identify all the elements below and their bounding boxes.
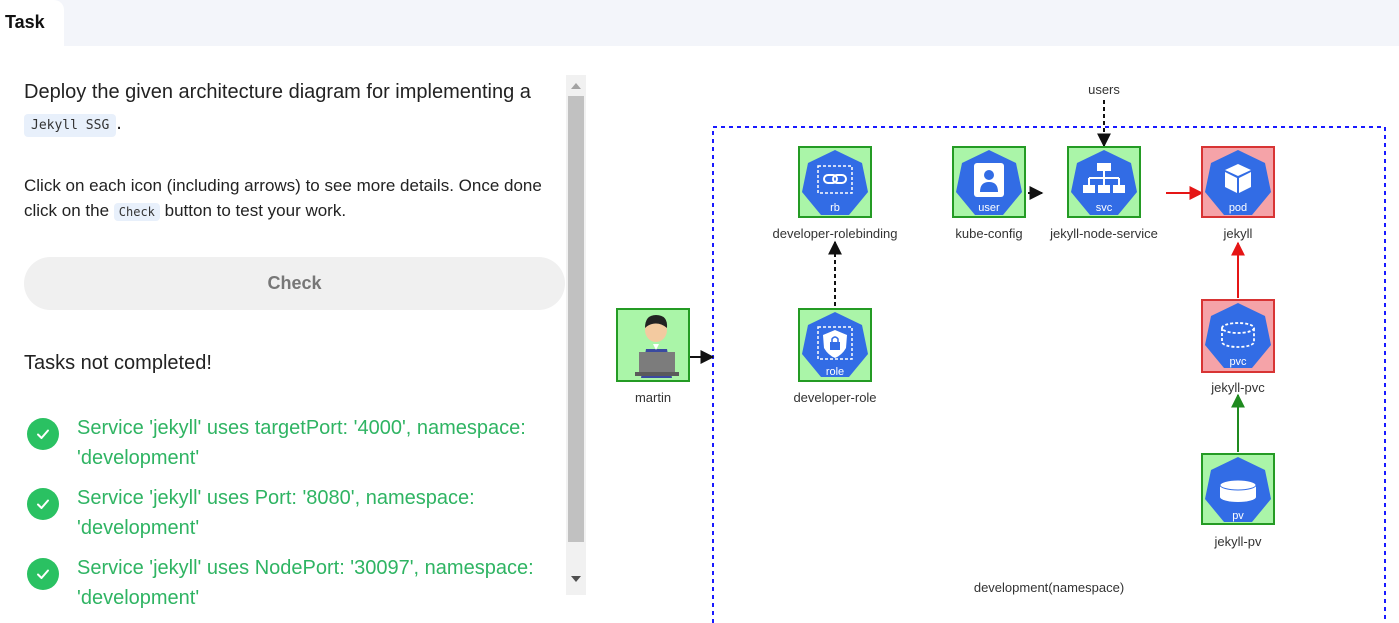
user-icon-text: user [978, 202, 1000, 214]
service-icon-text: svc [1096, 202, 1113, 214]
pv-node[interactable]: pv [1201, 453, 1275, 525]
role-node[interactable]: role [798, 308, 872, 382]
users-label: users [1088, 82, 1120, 97]
role-icon-text: role [826, 366, 844, 378]
task-item-text: Service 'jekyll' uses Port: '8080', name… [77, 487, 475, 539]
pvc-label: jekyll-pvc [1210, 380, 1265, 395]
intro-text: Deploy the given architecture diagram fo… [24, 81, 531, 103]
scroll-down-icon[interactable] [571, 576, 581, 582]
pod-icon-text: pod [1229, 202, 1247, 214]
martin-node[interactable] [616, 308, 690, 382]
intro-end: . [116, 112, 122, 134]
check-button[interactable]: Check [24, 257, 565, 310]
help-text: Click on each icon (including arrows) to… [24, 176, 542, 220]
rolebinding-node[interactable]: rb [798, 146, 872, 218]
dashed-frame-icon [817, 165, 853, 194]
scrollbar[interactable] [566, 75, 586, 595]
pvc-heptagon-icon [1205, 303, 1271, 368]
pod-node[interactable]: pod [1201, 146, 1275, 218]
task-item: Service 'jekyll' uses Port: '8080', name… [24, 483, 564, 543]
martin-label: martin [635, 390, 671, 405]
role-label: developer-role [793, 390, 876, 405]
dashed-cylinder-icon [1221, 322, 1255, 348]
task-help: Click on each icon (including arrows) to… [24, 173, 564, 225]
task-item: Service 'jekyll' uses NodePort: '30097',… [24, 553, 564, 613]
network-icon [1083, 163, 1125, 193]
namespace-label: development(namespace) [974, 580, 1124, 595]
rolebinding-icon-text: rb [830, 202, 840, 214]
tab-task[interactable]: Task [0, 0, 64, 46]
task-item: Service 'jekyll' uses targetPort: '4000'… [24, 413, 564, 473]
developer-avatar-icon [635, 315, 679, 378]
service-label: jekyll-node-service [1049, 226, 1158, 241]
task-intro: Deploy the given architecture diagram fo… [24, 77, 564, 141]
pod-heptagon-icon [1205, 150, 1271, 215]
check-circle-icon [27, 558, 59, 590]
shield-lock-icon [823, 330, 847, 358]
task-item-text: Service 'jekyll' uses NodePort: '30097',… [77, 557, 534, 609]
intro-code: Jekyll SSG [24, 114, 117, 137]
cube-icon [1225, 164, 1251, 193]
service-node[interactable]: svc [1067, 146, 1141, 218]
cylinder-icon [1219, 479, 1257, 502]
check-circle-icon [27, 488, 59, 520]
task-content: Deploy the given architecture diagram fo… [24, 75, 565, 623]
tab-bar: Task [0, 0, 1399, 46]
scroll-thumb[interactable] [568, 96, 584, 542]
scroll-up-icon[interactable] [571, 83, 581, 89]
pvc-node[interactable]: pvc [1201, 299, 1275, 373]
task-item-text: Service 'jekyll' uses targetPort: '4000'… [77, 417, 526, 469]
pod-label: jekyll [1223, 226, 1253, 241]
help-end: button to test your work. [164, 201, 347, 220]
link-icon [823, 174, 847, 184]
architecture-diagram: development(namespace) users martin rb d… [616, 82, 1386, 623]
user-icon [974, 163, 1004, 197]
check-circle-icon [27, 418, 59, 450]
dashed-frame-icon [817, 326, 853, 360]
kubeconfig-label: kube-config [955, 226, 1022, 241]
pv-label: jekyll-pv [1214, 534, 1262, 549]
pvc-icon-text: pvc [1229, 356, 1247, 368]
rolebinding-label: developer-rolebinding [772, 226, 897, 241]
task-panel: Deploy the given architecture diagram fo… [0, 75, 588, 609]
task-list: Service 'jekyll' uses targetPort: '4000'… [24, 413, 564, 613]
help-code: Check [113, 203, 160, 221]
namespace-boundary [712, 126, 1386, 623]
task-status: Tasks not completed! [24, 352, 212, 374]
kubeconfig-node[interactable]: user [952, 146, 1026, 218]
pv-icon-text: pv [1232, 510, 1244, 522]
